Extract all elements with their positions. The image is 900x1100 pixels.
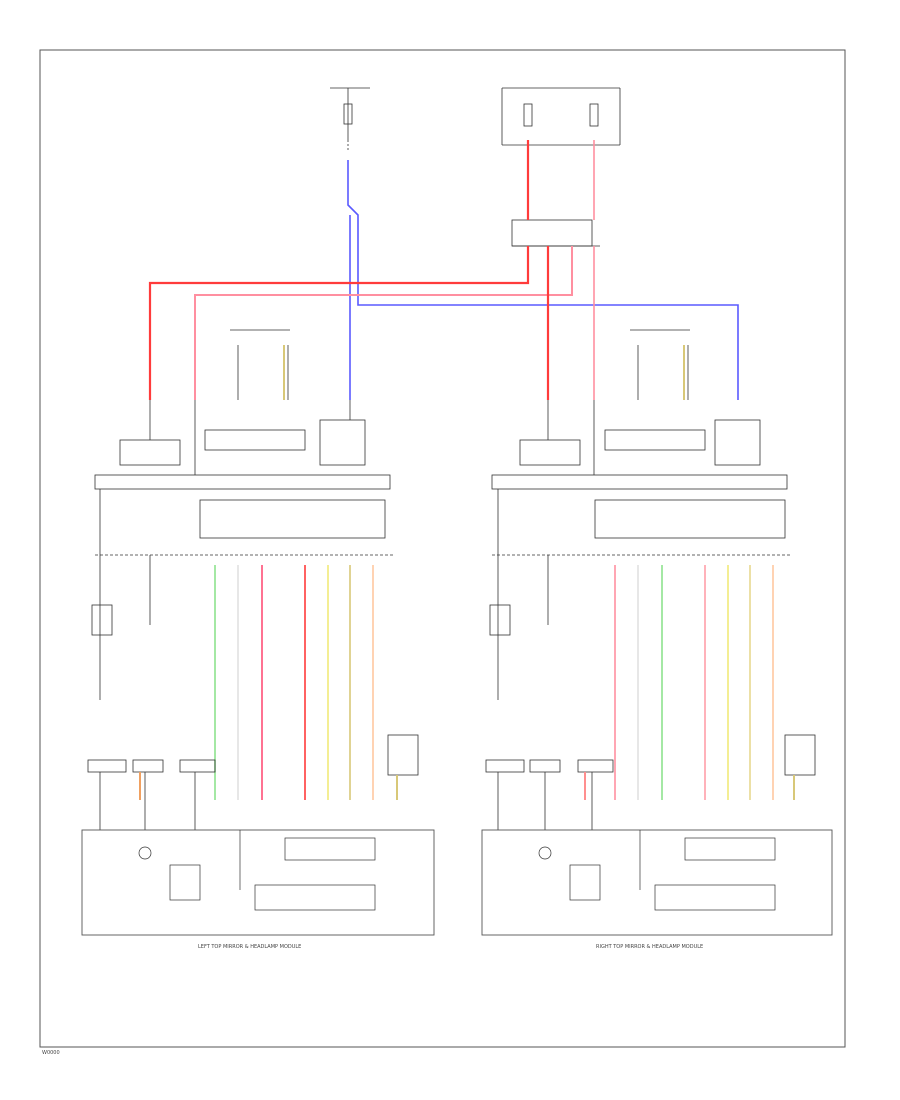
right-switch-area [519,329,761,475]
wire-red-left-2 [194,246,573,400]
left-lower-left-stack [91,489,151,700]
right-bottom-module-internals [538,830,776,911]
right-bottom-module [481,829,833,936]
top-fuse-right [501,87,621,146]
left-module-inner [199,499,386,539]
page-code: W0000 [42,1050,60,1056]
left-switch-area [119,329,366,475]
relay-box [511,219,593,247]
left-module-label: LEFT TOP MIRROR & HEADLAMP MODULE [198,944,302,950]
left-bottom-module [81,829,435,936]
right-bottom-connectors [485,734,816,830]
right-module-label: RIGHT TOP MIRROR & HEADLAMP MODULE [596,944,704,950]
diagram-border [39,49,846,1048]
right-module-inner [594,499,786,539]
right-connector-bar [491,474,788,490]
left-connector-bar [94,474,391,490]
left-bottom-connectors [87,734,419,830]
wire-red-left-1 [148,246,530,400]
right-lower-left-stack [489,489,549,700]
left-bottom-module-internals [138,830,376,911]
top-fuse-left [330,87,370,150]
wire-blue-main [347,160,739,400]
